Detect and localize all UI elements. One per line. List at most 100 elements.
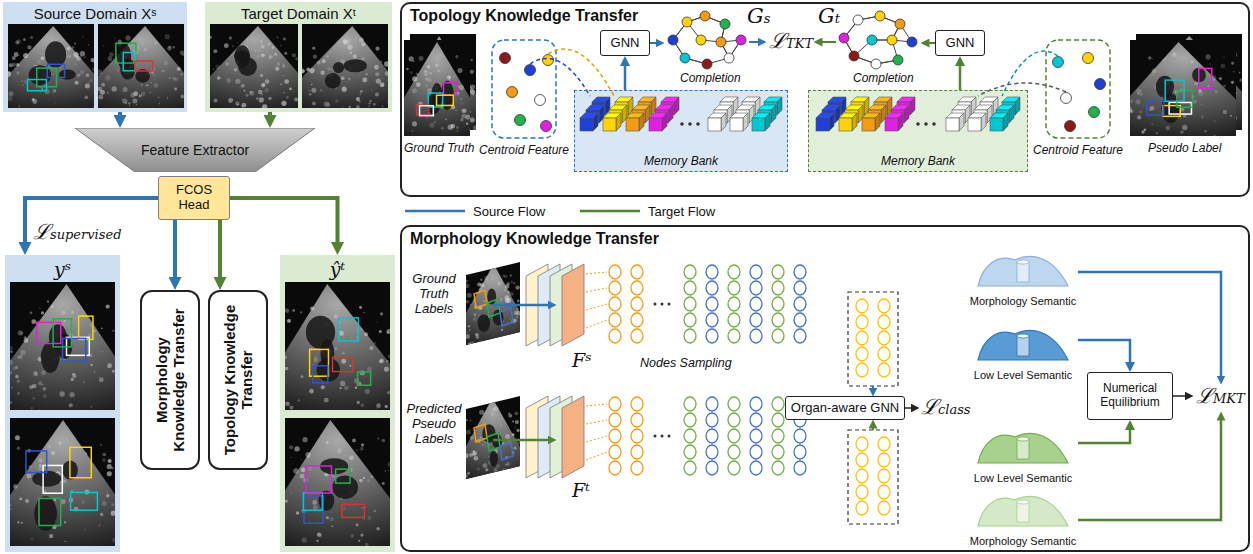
speckle [433, 70, 434, 71]
speckle [1136, 89, 1141, 94]
speckle [514, 339, 519, 344]
speckle [67, 46, 71, 50]
node-sample [706, 461, 718, 475]
flow-line [925, 42, 935, 44]
speckle [285, 356, 287, 358]
speckle [379, 358, 384, 363]
speckle [107, 471, 112, 476]
speckle [59, 391, 64, 396]
speckle [32, 397, 35, 400]
node-sample [856, 347, 868, 361]
speckle [462, 109, 467, 114]
speckle [320, 70, 324, 74]
speckle [456, 130, 458, 132]
speckle [15, 366, 18, 369]
bounding-box [37, 322, 61, 343]
semantic-shape: Low Level Semantic [968, 425, 1078, 485]
semantic-cylinder [1017, 262, 1029, 282]
sampling-line [586, 404, 607, 406]
legend-line [580, 210, 640, 213]
memory-bank: Memory Bank [808, 90, 1028, 172]
image-ground [404, 40, 470, 136]
node-sample [856, 315, 868, 329]
speckle [293, 91, 294, 92]
module-panel: Morphology Knowledge TransferOrgan-aware… [400, 225, 1250, 552]
node-label: Low Level Semantic [974, 369, 1072, 382]
speckle [377, 437, 379, 439]
speckle [359, 93, 361, 95]
speckle [1231, 81, 1234, 84]
node-sample [878, 437, 890, 451]
node-sample [609, 313, 621, 327]
speckle [1136, 116, 1137, 117]
speckle [514, 447, 517, 450]
speckle [77, 73, 80, 76]
node-label: FCOS Head [164, 183, 224, 213]
speckle [49, 534, 53, 538]
speckle [467, 472, 470, 475]
graph-node [716, 37, 726, 47]
speckle [448, 76, 449, 77]
speckle [513, 327, 514, 328]
node-sample [706, 445, 718, 459]
speckle [295, 57, 298, 60]
speckle [140, 84, 143, 87]
label-quad [487, 433, 500, 451]
speckle [121, 99, 123, 101]
speckle [386, 360, 389, 363]
flow-arrow [118, 112, 122, 122]
speckle [385, 71, 388, 75]
speckle [1215, 90, 1218, 93]
node-sample [609, 297, 621, 311]
node-sample [631, 281, 643, 295]
speckle [460, 118, 463, 121]
centroid-dot [515, 115, 526, 126]
node-label: Feature Extractor [141, 142, 249, 158]
speckle [129, 105, 130, 106]
graph-node [668, 35, 678, 45]
speckle [38, 458, 43, 463]
node-sample [856, 453, 868, 467]
speckle [111, 503, 114, 506]
cube-front [946, 118, 959, 131]
bounding-box [135, 61, 153, 71]
speckle [255, 50, 257, 52]
ellipsis-dot [696, 122, 700, 126]
speckle [128, 102, 131, 105]
flow-arrow [218, 220, 222, 284]
graph [668, 11, 746, 69]
speckle [468, 325, 470, 327]
speckle [86, 73, 89, 76]
speckle [277, 36, 279, 38]
ultrasound-image [302, 24, 388, 108]
speckle [99, 524, 101, 526]
chamber [490, 451, 498, 467]
speckle [257, 54, 261, 58]
speckle [39, 464, 42, 467]
node-sample [856, 437, 868, 451]
flow-arrow [1078, 340, 1130, 368]
speckle [174, 88, 177, 91]
speckle [515, 420, 519, 424]
speckle [85, 84, 90, 89]
node-sample [684, 413, 696, 427]
bounding-box [437, 95, 454, 105]
trapezoid [75, 128, 315, 172]
flow-line [493, 304, 552, 307]
speckle [382, 78, 383, 79]
ellipsis-dot [680, 122, 684, 126]
speckle [232, 45, 234, 47]
speckle [326, 55, 329, 58]
loss-label: ℒTKT [769, 31, 813, 52]
speckle [1152, 69, 1157, 74]
speckle [285, 499, 288, 502]
speckle [235, 101, 239, 105]
speckle [30, 36, 33, 39]
speckle [424, 71, 429, 76]
speckle [21, 59, 22, 60]
node-sample [878, 347, 890, 361]
speckle [453, 75, 455, 77]
node-sample [750, 265, 762, 279]
head-box: FCOS Head [158, 176, 230, 220]
graph-node [680, 53, 690, 63]
